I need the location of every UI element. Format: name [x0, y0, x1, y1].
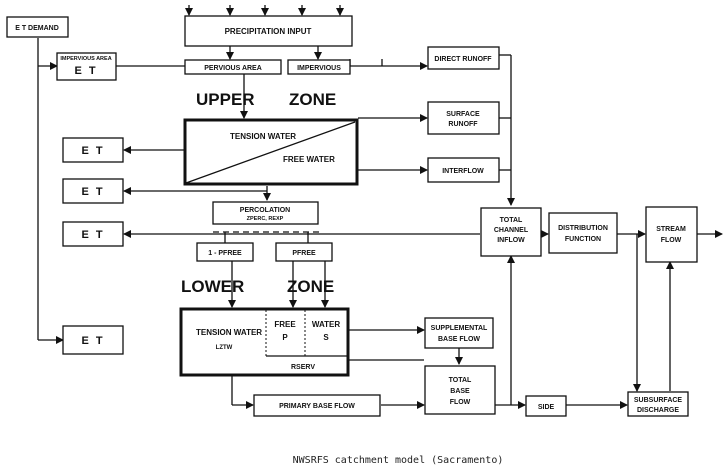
lower-zone-label: ZONE [287, 277, 334, 296]
stream-flow-box: STREAM FLOW [645, 206, 698, 263]
svg-text:PRECIPITATION INPUT: PRECIPITATION INPUT [225, 27, 312, 36]
svg-text:E T: E T [81, 229, 104, 241]
upper-zone-label: ZONE [289, 90, 336, 109]
svg-text:TENSION WATER: TENSION WATER [196, 328, 262, 337]
et-box-4: E T [62, 325, 124, 355]
et-box-2: E T [62, 178, 124, 204]
total-channel-inflow-box: TOTAL CHANNEL INFLOW [480, 207, 542, 257]
supplemental-base-flow-box: SUPPLEMENTAL BASE FLOW [424, 317, 494, 349]
svg-text:DISTRIBUTION: DISTRIBUTION [558, 225, 608, 232]
subsurface-discharge-box: SUBSURFACE DISCHARGE [627, 391, 689, 417]
svg-text:IMPERVIOUS AREA: IMPERVIOUS AREA [60, 56, 111, 62]
et-box-1: E T [62, 137, 124, 163]
svg-text:TOTAL: TOTAL [449, 377, 472, 384]
svg-text:PERCOLATION: PERCOLATION [240, 207, 290, 214]
pervious-area-box: PERVIOUS AREA [184, 59, 282, 75]
upper-label: UPPER [196, 90, 255, 109]
one-minus-pfree-box: 1 - PFREE [196, 242, 254, 262]
svg-text:PERVIOUS AREA: PERVIOUS AREA [204, 65, 262, 72]
svg-text:PRIMARY BASE FLOW: PRIMARY BASE FLOW [279, 403, 355, 410]
svg-text:E T: E T [81, 186, 104, 198]
svg-text:RUNOFF: RUNOFF [448, 121, 478, 128]
svg-text:IMPERVIOUS: IMPERVIOUS [297, 65, 341, 72]
svg-text:FREE: FREE [274, 320, 296, 329]
impervious-box: IMPERVIOUS [287, 59, 351, 75]
svg-text:E T: E T [74, 65, 97, 77]
lower-zone-box: TENSION WATER LZTW FREE P WATER S RSERV [179, 307, 350, 377]
flow-lines [37, 5, 723, 409]
lower-label: LOWER [181, 277, 244, 296]
svg-text:LZTW: LZTW [216, 345, 233, 351]
svg-text:PFREE: PFREE [292, 250, 316, 257]
pfree-box: PFREE [275, 242, 333, 262]
svg-text:FLOW: FLOW [450, 399, 471, 406]
percolation-box: PERCOLATION ZPERC, REXP [212, 201, 319, 225]
svg-text:DIRECT RUNOFF: DIRECT RUNOFF [434, 56, 492, 63]
svg-text:FUNCTION: FUNCTION [565, 236, 601, 243]
side-box: SIDE [525, 395, 567, 417]
svg-text:RSERV: RSERV [291, 364, 315, 371]
svg-text:WATER: WATER [312, 320, 341, 329]
svg-text:TENSION WATER: TENSION WATER [230, 132, 296, 141]
distribution-function-box: DISTRIBUTION FUNCTION [548, 212, 618, 254]
precipitation-input-box: PRECIPITATION INPUT [184, 15, 353, 47]
svg-text:STREAM: STREAM [656, 226, 686, 233]
svg-text:P: P [282, 333, 288, 342]
svg-text:SIDE: SIDE [538, 404, 555, 411]
total-base-flow-box: TOTAL BASE FLOW [424, 365, 496, 415]
svg-text:S: S [323, 333, 329, 342]
svg-text:E T: E T [81, 145, 104, 157]
svg-text:FREE WATER: FREE WATER [283, 155, 335, 164]
svg-text:FLOW: FLOW [661, 237, 682, 244]
svg-text:BASE: BASE [450, 388, 470, 395]
svg-text:E T DEMAND: E T DEMAND [15, 25, 59, 32]
svg-text:INTERFLOW: INTERFLOW [442, 168, 484, 175]
direct-runoff-box: DIRECT RUNOFF [427, 46, 500, 70]
svg-text:TOTAL: TOTAL [500, 217, 523, 224]
svg-text:1 - PFREE: 1 - PFREE [208, 250, 242, 257]
svg-text:INFLOW: INFLOW [497, 237, 525, 244]
svg-text:BASE FLOW: BASE FLOW [438, 336, 480, 343]
et-box-3: E T [62, 221, 124, 247]
primary-base-flow-box: PRIMARY BASE FLOW [253, 394, 381, 417]
et-demand-box: E T DEMAND [6, 16, 69, 38]
svg-text:CHANNEL: CHANNEL [494, 227, 529, 234]
svg-text:SUBSURFACE: SUBSURFACE [634, 397, 683, 404]
figure-caption: NWSRFS catchment model (Sacramento) [293, 455, 504, 466]
svg-text:ZPERC, REXP: ZPERC, REXP [247, 216, 284, 222]
upper-zone-box: TENSION WATER FREE WATER [183, 118, 359, 186]
svg-text:DISCHARGE: DISCHARGE [637, 407, 679, 414]
interflow-box: INTERFLOW [427, 157, 500, 183]
impervious-area-et-box: IMPERVIOUS AREA E T [56, 52, 117, 81]
svg-text:SUPPLEMENTAL: SUPPLEMENTAL [431, 325, 488, 332]
svg-text:SURFACE: SURFACE [446, 111, 480, 118]
svg-text:E T: E T [81, 335, 104, 347]
surface-runoff-box: SURFACE RUNOFF [427, 101, 500, 135]
